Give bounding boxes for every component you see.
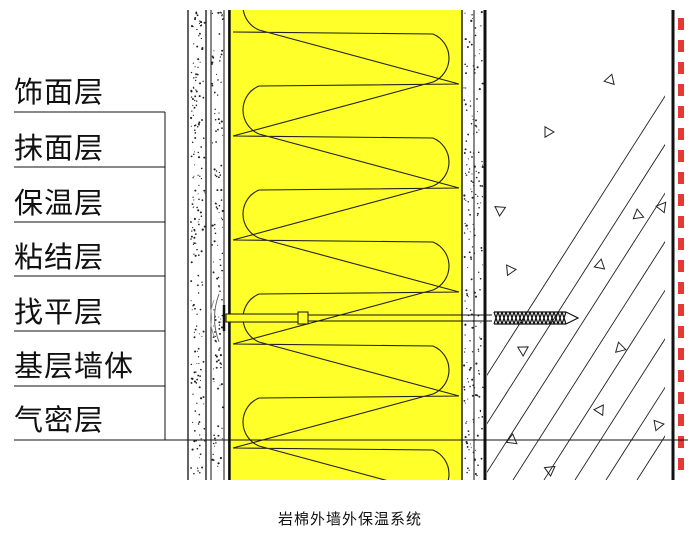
- insulation-layer: [229, 10, 463, 480]
- layer-label-leveling: 找平层: [14, 295, 105, 329]
- layer-label-render: 抹面层: [14, 131, 105, 165]
- finish-render-layers: [187, 10, 230, 480]
- air-barrier-layer: [671, 10, 684, 480]
- leveling-stipple-texture: [463, 11, 484, 477]
- layer-label-air-barrier: 气密层: [14, 403, 105, 437]
- concrete-aggregate-triangle-icon: [494, 73, 667, 477]
- render-stipple-texture: [190, 11, 224, 475]
- layer-label-insulation: 保温层: [14, 186, 105, 220]
- layer-label-base-wall: 基层墙体: [14, 349, 135, 383]
- layer-label-finish: 饰面层: [14, 75, 105, 109]
- diagram-caption: 岩棉外墙外保温系统: [277, 510, 422, 528]
- screw-anchor-icon: [210, 293, 580, 343]
- bonding-leveling-layers: [473, 10, 487, 480]
- layer-label-bonding: 粘结层: [14, 240, 105, 274]
- label-leader-lines: [14, 111, 166, 440]
- base-wall-concrete: [487, 73, 667, 480]
